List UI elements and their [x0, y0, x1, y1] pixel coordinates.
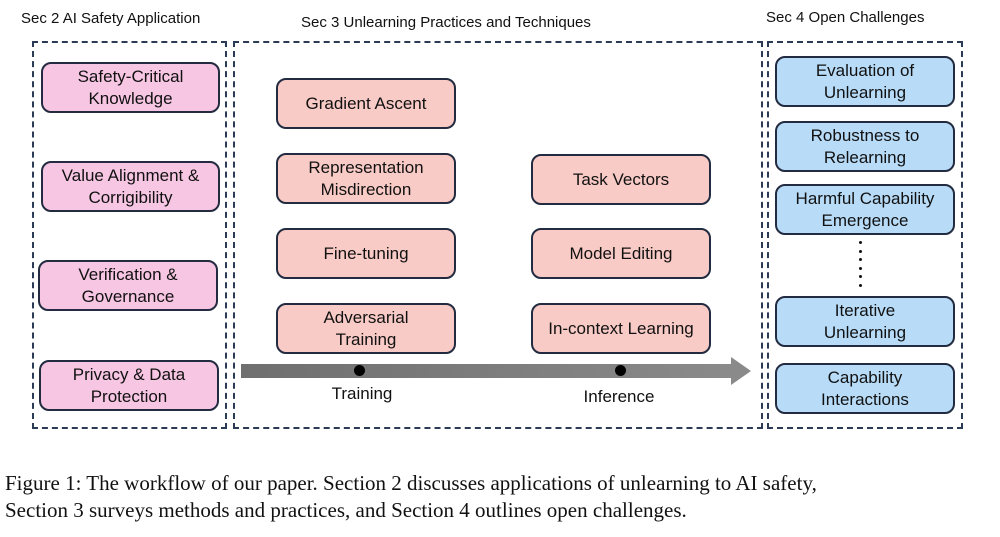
sec4-item-harmful-capability-emergence: Harmful Capability Emergence: [775, 184, 955, 235]
sec2-item-label: Privacy & Data Protection: [72, 364, 186, 406]
sec4-item-label: Capability Interactions: [821, 367, 909, 409]
training-dot-icon: [354, 365, 365, 376]
sec3-inference-task-vectors: Task Vectors: [531, 154, 711, 205]
sec4-item-robustness-to-relearning: Robustness to Relearning: [775, 121, 955, 172]
vertical-ellipsis-icon: [858, 241, 862, 287]
caption-line-1: Figure 1: The workflow of our paper. Sec…: [5, 471, 817, 495]
timeline-arrow-shaft: [241, 364, 731, 378]
sec4-panel: [767, 41, 963, 429]
sec3-training-gradient-ascent: Gradient Ascent: [276, 78, 456, 129]
sec2-item-label: Value Alignment & Corrigibility: [61, 165, 200, 207]
sec3-item-label: Model Editing: [569, 243, 673, 263]
figure-caption: Figure 1: The workflow of our paper. Sec…: [5, 470, 1000, 524]
sec3-title: Sec 3 Unlearning Practices and Technique…: [301, 14, 591, 31]
sec3-inference-model-editing: Model Editing: [531, 228, 711, 279]
sec2-title: Sec 2 AI Safety Application: [21, 10, 201, 27]
sec2-item-privacy-data-protection: Privacy & Data Protection: [39, 360, 219, 411]
sec2-item-value-alignment: Value Alignment & Corrigibility: [41, 161, 220, 212]
caption-line-2: Section 3 surveys methods and practices,…: [5, 498, 687, 522]
sec4-item-label: Robustness to Relearning: [810, 125, 920, 167]
sec4-item-evaluation-of-unlearning: Evaluation of Unlearning: [775, 56, 955, 107]
timeline-arrow-head-icon: [731, 357, 751, 385]
sec3-item-label: Task Vectors: [572, 169, 670, 189]
sec2-item-label: Safety-Critical Knowledge: [77, 66, 184, 108]
sec3-panel: [233, 41, 763, 429]
sec4-item-label: Iterative Unlearning: [823, 300, 907, 342]
sec3-inference-in-context-learning: In-context Learning: [531, 303, 711, 354]
sec3-item-label: Fine-tuning: [323, 243, 409, 263]
timeline-inference-label: Inference: [583, 387, 655, 406]
sec2-item-safety-critical-knowledge: Safety-Critical Knowledge: [41, 62, 220, 113]
sec2-item-verification-governance: Verification & Governance: [38, 260, 218, 311]
sec3-item-label: Adversarial Training: [323, 307, 409, 349]
sec3-training-representation-misdirection: Representation Misdirection: [276, 153, 456, 204]
sec3-training-adversarial-training: Adversarial Training: [276, 303, 456, 354]
sec4-title: Sec 4 Open Challenges: [766, 9, 925, 26]
sec3-item-label: In-context Learning: [548, 318, 694, 338]
sec4-item-iterative-unlearning: Iterative Unlearning: [775, 296, 955, 347]
sec2-panel: [32, 41, 227, 429]
sec3-item-label: Gradient Ascent: [305, 93, 427, 113]
timeline-training-label: Training: [331, 384, 393, 403]
inference-dot-icon: [615, 365, 626, 376]
sec4-item-label: Evaluation of Unlearning: [815, 60, 915, 102]
sec2-item-label: Verification & Governance: [78, 264, 178, 306]
sec3-item-label: Representation Misdirection: [308, 157, 424, 199]
sec3-training-fine-tuning: Fine-tuning: [276, 228, 456, 279]
sec4-item-label: Harmful Capability Emergence: [795, 188, 935, 230]
sec4-item-capability-interactions: Capability Interactions: [775, 363, 955, 414]
